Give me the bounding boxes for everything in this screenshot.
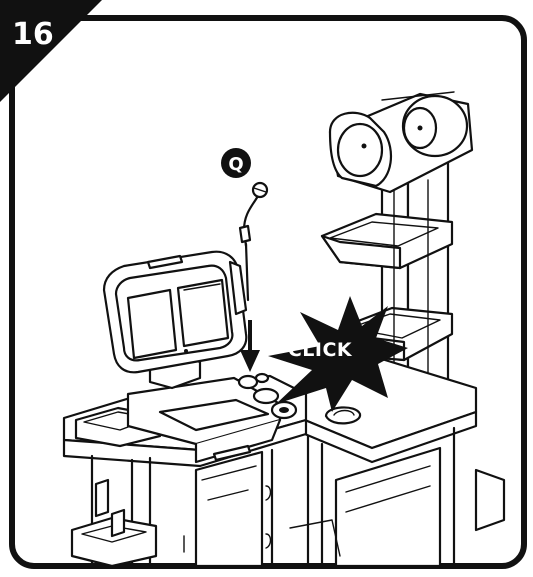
part-callout-letter: Q <box>228 154 243 175</box>
insertion-arrow <box>240 320 260 372</box>
click-label: CLICK <box>288 339 353 361</box>
register-display <box>102 250 248 390</box>
lower-cabinets <box>70 426 506 568</box>
step-badge: 16 <box>0 0 102 102</box>
step-number: 16 <box>12 17 54 52</box>
counter-unit <box>62 354 478 468</box>
part-q-microphone <box>238 181 269 302</box>
click-starburst: CLICK <box>268 296 408 412</box>
part-callout-q: Q <box>221 148 251 178</box>
